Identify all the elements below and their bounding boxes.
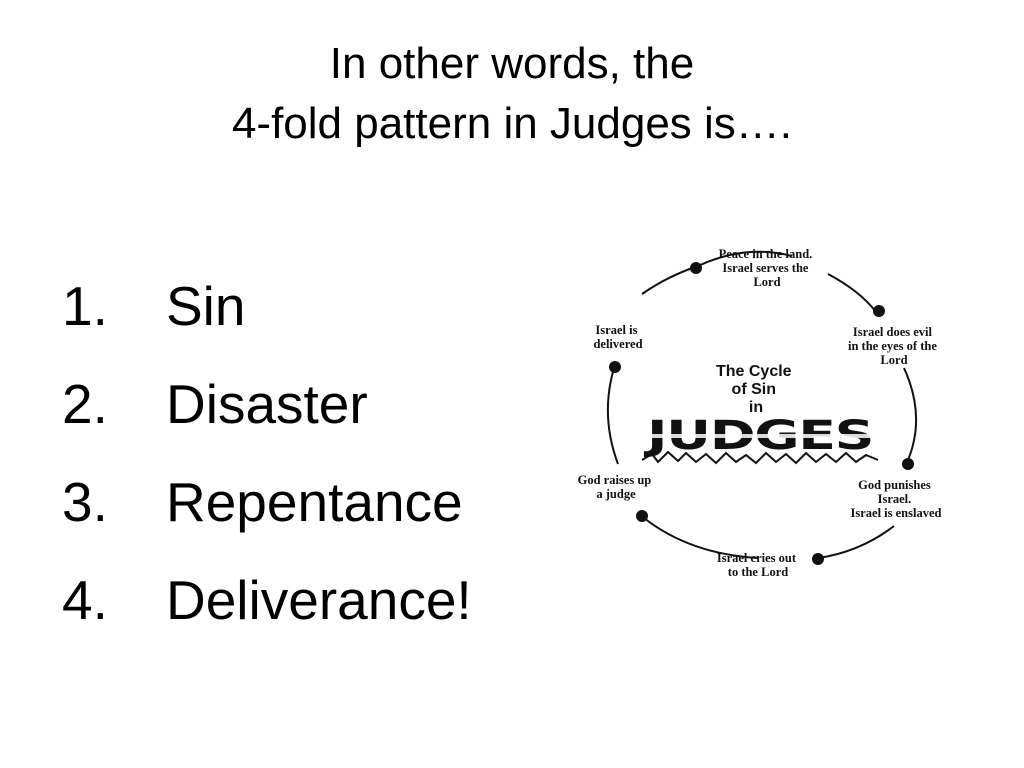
list-item-text: Deliverance! xyxy=(166,569,472,631)
stage-punish-line-2: Israel. xyxy=(878,492,912,506)
cycle-arc xyxy=(827,273,877,313)
cycle-node xyxy=(609,361,621,373)
list-item-number: 2. xyxy=(62,373,108,435)
stage-cries-line-2: to the Lord xyxy=(728,565,788,579)
center-caption-line-3: in xyxy=(749,399,763,416)
stage-evil-line-2: in the eyes of the xyxy=(848,339,937,353)
cycle-diagram-svg: Peace in the land. Israel serves the Lor… xyxy=(578,247,942,579)
judges-logo: JUDGES xyxy=(641,413,879,465)
slide-title: In other words, the 4-fold pattern in Ju… xyxy=(0,34,1024,154)
stage-evil: Israel does evil in the eyes of the Lord xyxy=(848,325,940,367)
center-caption-line-1: The Cycle xyxy=(716,363,792,380)
cycle-arc xyxy=(641,265,699,295)
cycle-node xyxy=(690,262,702,274)
stage-peace-line-1: Peace in the land. xyxy=(719,247,813,261)
list-item-text: Disaster xyxy=(166,373,368,435)
list-item-text: Repentance xyxy=(166,471,463,533)
center-caption: The Cycle of Sin in xyxy=(716,363,796,416)
stage-punish: God punishes Israel. Israel is enslaved xyxy=(851,478,942,520)
cycle-arc xyxy=(817,525,895,559)
center-caption-line-2: of Sin xyxy=(732,381,776,398)
stage-judge-line-1: God raises up xyxy=(578,473,652,487)
judges-logo-stripe xyxy=(646,434,874,438)
stage-cries-line-1: Israel cries out xyxy=(717,551,797,565)
cycle-arc xyxy=(903,367,917,461)
list-item-number: 1. xyxy=(62,275,108,337)
cycle-node xyxy=(902,458,914,470)
title-line-1: In other words, the xyxy=(329,39,695,88)
cycle-arc xyxy=(643,517,759,559)
stage-judge: God raises up a judge xyxy=(578,473,655,501)
stage-evil-line-1: Israel does evil xyxy=(853,325,933,339)
cycle-node xyxy=(812,553,824,565)
stage-evil-line-3: Lord xyxy=(880,353,907,367)
list-item-text: Sin xyxy=(166,275,246,337)
stage-peace-line-2: Israel serves the xyxy=(722,261,809,275)
list-item-number: 3. xyxy=(62,471,108,533)
stage-peace-line-3: Lord xyxy=(753,275,780,289)
cycle-node xyxy=(636,510,648,522)
stage-judge-line-2: a judge xyxy=(596,487,636,501)
stage-cries: Israel cries out to the Lord xyxy=(717,551,799,579)
stage-punish-line-3: Israel is enslaved xyxy=(851,506,942,520)
cycle-arc xyxy=(606,367,619,465)
stage-delivered: Israel is delivered xyxy=(593,323,642,351)
title-line-2: 4-fold pattern in Judges is…. xyxy=(231,99,793,148)
judges-logo-flames xyxy=(641,450,879,465)
stage-punish-line-1: God punishes xyxy=(858,478,931,492)
stage-delivered-line-2: delivered xyxy=(593,337,642,351)
list-item-number: 4. xyxy=(62,569,108,631)
cycle-node xyxy=(873,305,885,317)
stage-peace: Peace in the land. Israel serves the Lor… xyxy=(719,247,816,289)
stage-delivered-line-1: Israel is xyxy=(595,323,637,337)
cycle-arc xyxy=(697,250,793,267)
cycle-diagram: Peace in the land. Israel serves the Lor… xyxy=(560,236,970,586)
